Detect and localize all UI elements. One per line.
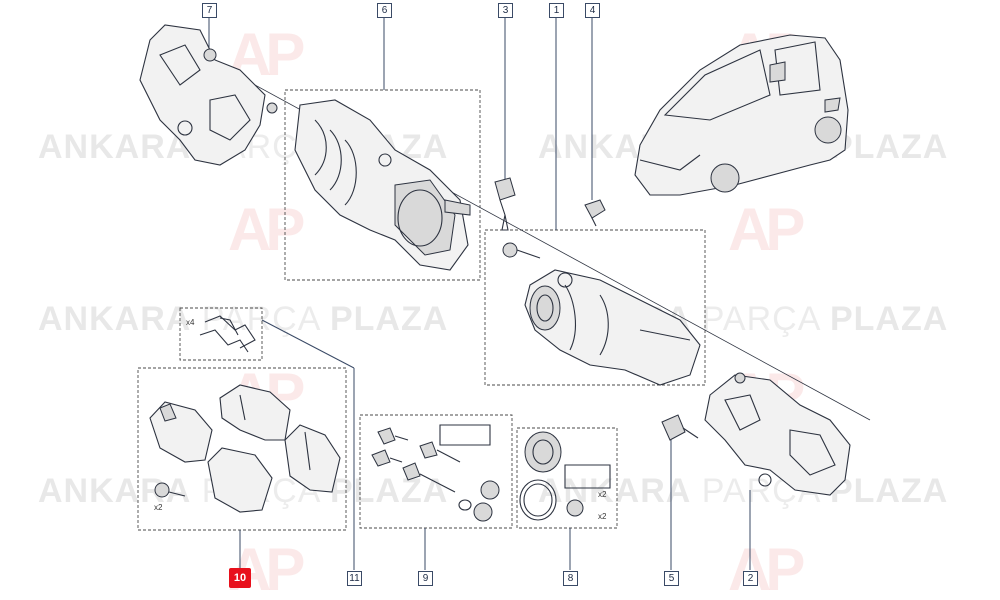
- callout-7[interactable]: 7: [202, 3, 217, 18]
- pad-bolts: [154, 482, 186, 498]
- multiplier-clips: x4: [186, 318, 195, 327]
- caliper-bracket-2: [704, 372, 851, 496]
- bleed-screw-4: [584, 199, 606, 227]
- group-box-11: [179, 307, 263, 361]
- group-box-8: [516, 427, 618, 529]
- multiplier-seal-b: x2: [598, 512, 607, 521]
- callout-3[interactable]: 3: [498, 3, 513, 18]
- car-illustration: [634, 34, 849, 196]
- callout-10[interactable]: 10: [229, 568, 251, 588]
- callout-5[interactable]: 5: [664, 571, 679, 586]
- bolt-3: [494, 177, 516, 231]
- callout-4[interactable]: 4: [585, 3, 600, 18]
- callout-11[interactable]: 11: [347, 571, 362, 586]
- group-box-1: [484, 229, 706, 386]
- brake-caliper-6: [294, 99, 471, 271]
- brake-caliper-1: [502, 242, 701, 386]
- multiplier-seal-a: x2: [598, 490, 607, 499]
- caliper-bracket-7: [139, 24, 278, 166]
- bolt-5: [661, 414, 699, 441]
- callout-1[interactable]: 1: [549, 3, 564, 18]
- callout-6[interactable]: 6: [377, 3, 392, 18]
- brake-pads-10: [149, 384, 341, 513]
- group-box-9: [359, 414, 513, 529]
- callout-8[interactable]: 8: [563, 571, 578, 586]
- callout-9[interactable]: 9: [418, 571, 433, 586]
- multiplier-pad-bolts: x2: [154, 503, 163, 512]
- group-box-6: [284, 89, 481, 281]
- seal-kit-8: [519, 431, 611, 521]
- callout-2[interactable]: 2: [743, 571, 758, 586]
- guide-pin-kit-9: [371, 424, 500, 522]
- clip-set-11: [199, 315, 256, 353]
